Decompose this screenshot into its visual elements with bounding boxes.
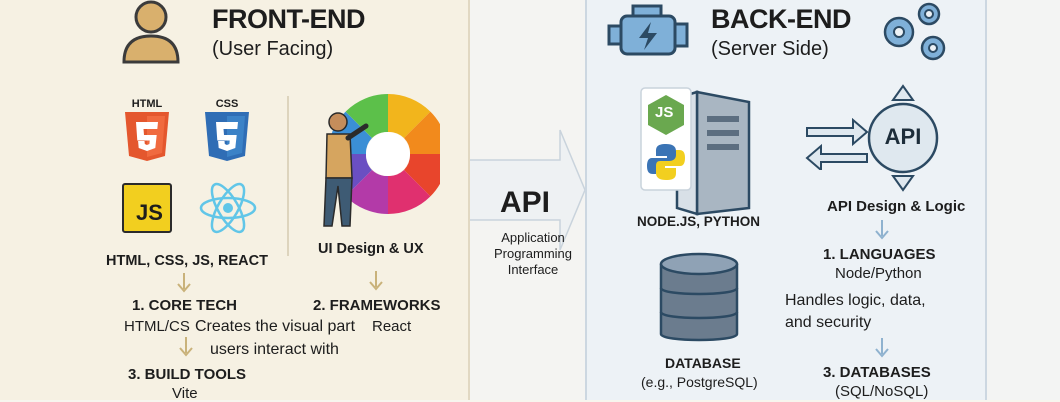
languages-value: Node/Python bbox=[835, 265, 922, 282]
back-description-line1: Handles logic, data, bbox=[785, 292, 926, 309]
back-description-line2: and security bbox=[785, 314, 872, 331]
database-icon bbox=[659, 252, 739, 342]
api-caption: API Design & Logic bbox=[827, 198, 966, 215]
api-circle-label: API bbox=[884, 124, 922, 149]
back-end-subtitle: (Server Side) bbox=[711, 38, 829, 60]
api-line3: Interface bbox=[507, 262, 559, 277]
frameworks-value: React bbox=[372, 318, 412, 335]
bridge-arrow-icon bbox=[470, 129, 585, 251]
down-arrow-icon bbox=[875, 338, 889, 358]
right-margin bbox=[987, 0, 1060, 400]
tech-caption: HTML, CSS, JS, REACT bbox=[106, 253, 268, 269]
html5-icon: HTML bbox=[122, 98, 172, 162]
frameworks-title: 2. FRAMEWORKS bbox=[313, 297, 441, 314]
api-title: API bbox=[499, 186, 550, 219]
databases-value: (SQL/NoSQL) bbox=[835, 383, 929, 400]
down-arrow-icon bbox=[369, 271, 383, 291]
front-description-line1: Creates the visual part bbox=[195, 318, 356, 335]
front-divider bbox=[287, 96, 289, 256]
back-end-panel: BACK-END (Server Side) JS NODE.JS, PYTHO… bbox=[585, 0, 987, 400]
databases-title: 3. DATABASES bbox=[823, 364, 931, 381]
user-icon bbox=[122, 0, 180, 64]
html5-label: HTML bbox=[131, 98, 163, 110]
javascript-label: JS bbox=[136, 200, 163, 225]
css3-label: CSS bbox=[215, 98, 239, 110]
color-wheel-illustration bbox=[323, 94, 440, 227]
gears-icon bbox=[883, 2, 946, 61]
nodejs-label: JS bbox=[655, 104, 674, 121]
engine-icon bbox=[607, 4, 689, 56]
css3-icon: CSS bbox=[202, 98, 252, 162]
core-tech-title: 1. CORE TECH bbox=[132, 297, 238, 314]
core-tech-value: HTML/CS bbox=[124, 318, 190, 335]
database-title: DATABASE bbox=[665, 355, 741, 371]
nodejs-icon bbox=[648, 95, 684, 135]
python-icon bbox=[647, 144, 685, 180]
front-end-title: FRONT-END bbox=[212, 4, 366, 34]
languages-title: 1. LANGUAGES bbox=[823, 246, 936, 263]
api-circle-icon bbox=[867, 84, 939, 192]
database-value: (e.g., PostgreSQL) bbox=[641, 374, 758, 390]
ui-caption: UI Design & UX bbox=[318, 241, 424, 257]
front-description-line2: users interact with bbox=[210, 341, 339, 358]
front-end-panel: FRONT-END (User Facing) HTML CSS JS HTML… bbox=[0, 0, 470, 402]
api-line2: Programming bbox=[493, 246, 573, 261]
build-tools-title: 3. BUILD TOOLS bbox=[128, 366, 247, 383]
api-bridge: API Application Programming Interface bbox=[470, 0, 585, 400]
exchange-arrows-icon bbox=[805, 118, 869, 170]
api-line1: Application bbox=[501, 230, 565, 245]
down-arrow-icon bbox=[179, 337, 193, 357]
build-tools-value: Vite bbox=[172, 385, 198, 402]
down-arrow-icon bbox=[177, 273, 191, 293]
javascript-icon: JS bbox=[122, 183, 172, 233]
back-end-title: BACK-END bbox=[711, 4, 852, 34]
server-caption: NODE.JS, PYTHON bbox=[637, 214, 761, 229]
react-icon bbox=[199, 182, 257, 234]
front-end-subtitle: (User Facing) bbox=[212, 38, 334, 60]
down-arrow-icon bbox=[875, 220, 889, 240]
